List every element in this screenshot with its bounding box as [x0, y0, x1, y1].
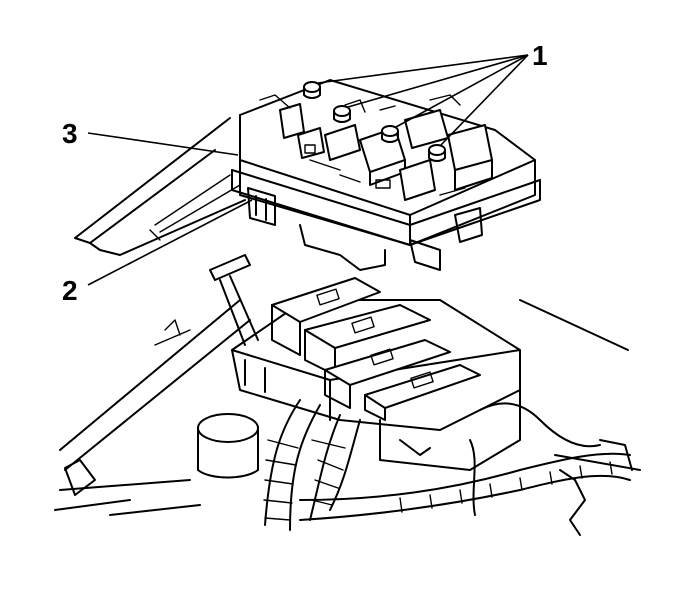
bolt-icon [333, 105, 351, 123]
bolt-icon [428, 144, 446, 162]
fender-panel [54, 117, 641, 516]
fuse-block-cover [231, 79, 541, 271]
leader-lines [87, 54, 529, 286]
callout-1: 1 [532, 40, 548, 71]
wiring-harness [197, 399, 633, 536]
bolt-icon [303, 81, 321, 99]
callout-2: 2 [62, 275, 78, 306]
callout-3: 3 [62, 118, 78, 149]
fuse-block-base [209, 254, 521, 471]
bolt-icon [381, 125, 399, 143]
